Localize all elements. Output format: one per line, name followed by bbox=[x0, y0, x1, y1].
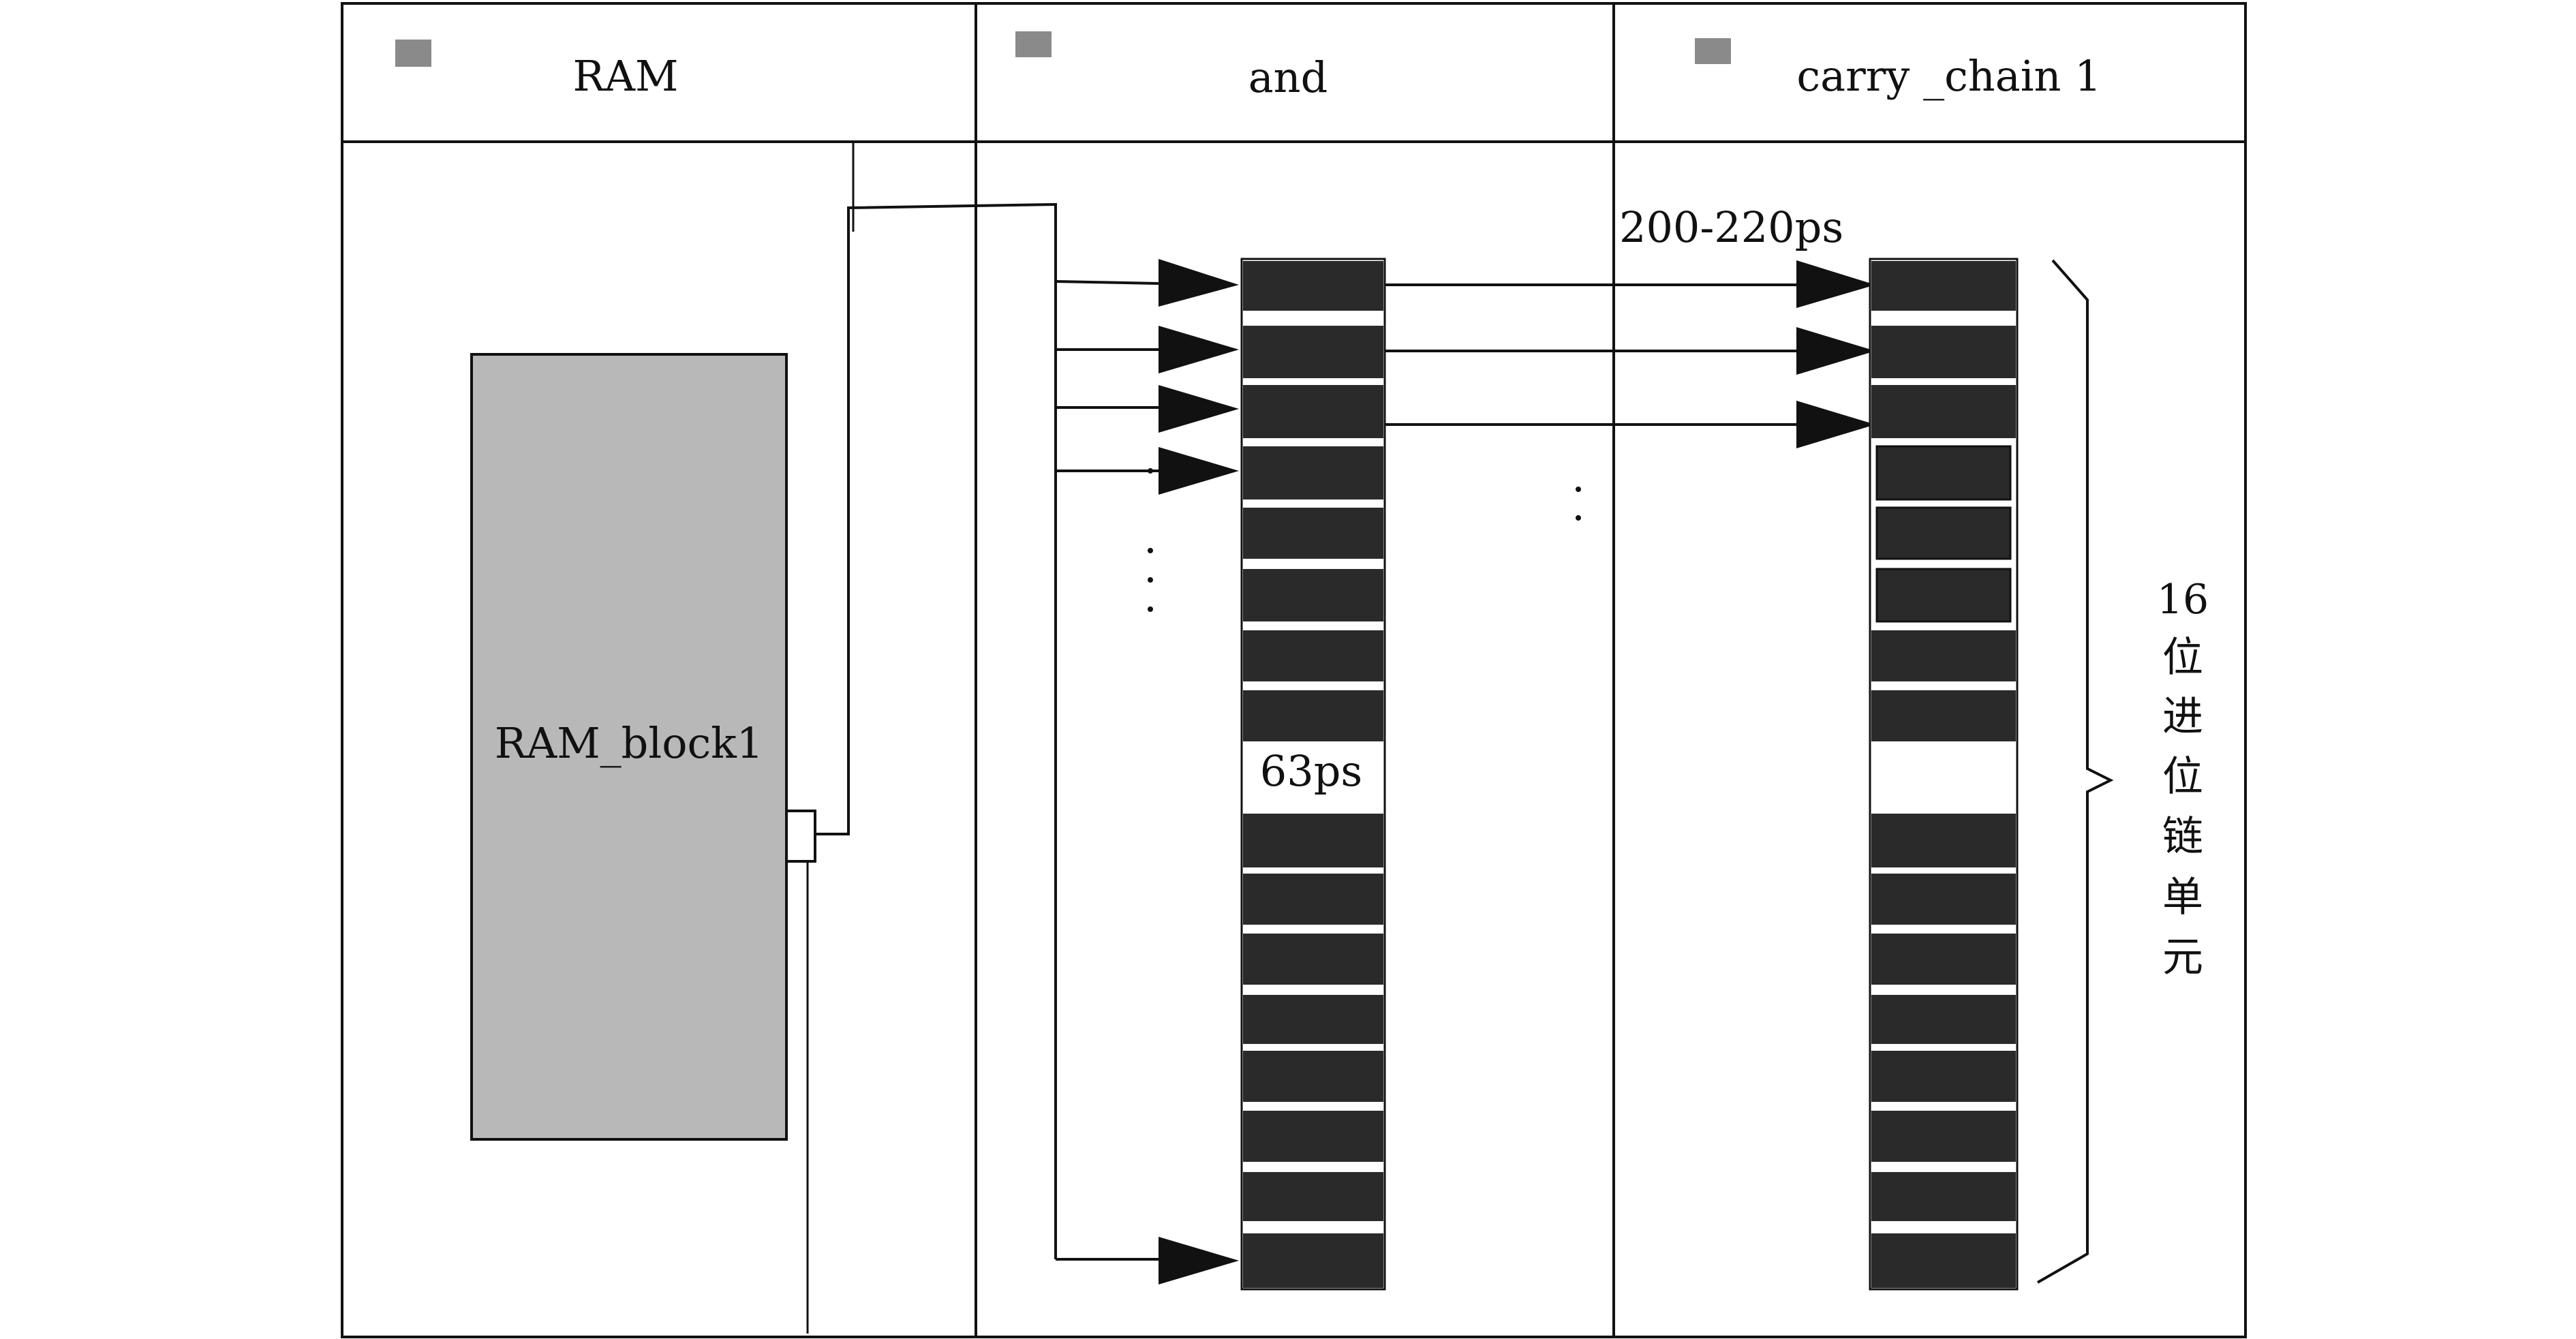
arrow-head-icon bbox=[1159, 447, 1239, 495]
unit-label-char: 位 bbox=[2162, 753, 2203, 801]
carry-cell bbox=[1875, 568, 2012, 623]
header-marker-icon bbox=[395, 40, 431, 67]
column-header-carry-chain: carry _chain 1 bbox=[1796, 51, 2101, 101]
and-cell bbox=[1243, 1111, 1383, 1162]
carry-cell bbox=[1871, 1172, 2016, 1221]
carry-cell bbox=[1871, 690, 2016, 741]
arrow-head-icon bbox=[1159, 326, 1239, 373]
column-header-and: and bbox=[1248, 52, 1328, 102]
table-frame bbox=[341, 2, 2247, 1338]
carry-cell bbox=[1871, 934, 2016, 985]
carry-cell bbox=[1871, 385, 2016, 438]
ram-output-port bbox=[785, 810, 816, 863]
and-cell bbox=[1243, 508, 1383, 559]
unit-label-char: 进 bbox=[2162, 693, 2203, 741]
unit-label-char: 位 bbox=[2162, 634, 2203, 681]
and-cell bbox=[1243, 385, 1383, 438]
colon-dots-icon bbox=[1576, 487, 1581, 521]
and-cell bbox=[1243, 261, 1383, 311]
arrow-head-icon bbox=[1159, 1237, 1239, 1284]
carry-cell-group bbox=[1871, 261, 2016, 1288]
and-cell bbox=[1243, 814, 1383, 867]
header-marker-icon bbox=[1695, 38, 1731, 64]
routing-wire bbox=[815, 202, 1057, 1259]
ram-block-label: RAM_block1 bbox=[495, 718, 764, 768]
and-cell bbox=[1243, 1233, 1383, 1288]
unit-label-char: 元 bbox=[2162, 934, 2203, 981]
vertical-dots-icon bbox=[1148, 468, 1153, 612]
unit-label-char: 单 bbox=[2162, 874, 2203, 921]
and-cell bbox=[1243, 446, 1383, 499]
outer-border bbox=[341, 2, 2247, 1338]
arrow-head-icon bbox=[1159, 385, 1239, 433]
and-cell bbox=[1243, 1051, 1383, 1102]
and-cell bbox=[1243, 995, 1383, 1044]
unit-label-char: 16 bbox=[2157, 576, 2209, 624]
carry-cell bbox=[1871, 1111, 2016, 1162]
carry-cell bbox=[1871, 1051, 2016, 1102]
carry-chain bbox=[1869, 258, 2019, 1291]
unit-label-char: 链 bbox=[2162, 813, 2203, 861]
arrow-head-icon bbox=[1796, 327, 1875, 375]
ram-to-and-wiring bbox=[806, 142, 1159, 1334]
and-cell bbox=[1243, 569, 1383, 621]
delay-label: 200-220ps bbox=[1619, 202, 1843, 252]
and-input-arrows bbox=[1159, 259, 1239, 1284]
carry-cell bbox=[1871, 1233, 2016, 1288]
and-cell-group bbox=[1243, 261, 1383, 1288]
arrow-head-icon bbox=[1796, 401, 1875, 448]
and-gap-label: 63ps bbox=[1260, 746, 1362, 796]
brace-icon bbox=[2037, 259, 2114, 1284]
and-to-carry-wiring bbox=[1385, 260, 1875, 448]
arrow-head-icon bbox=[1796, 260, 1875, 308]
and-chain: 63ps bbox=[1240, 258, 1386, 1291]
carry-cell bbox=[1871, 874, 2016, 925]
carry-unit-label: 16 位 进 位 链 单 元 bbox=[2157, 576, 2209, 981]
header-marker-icon bbox=[1015, 31, 1052, 57]
and-cell bbox=[1243, 326, 1383, 378]
ram-block bbox=[470, 353, 788, 1141]
carry-cell bbox=[1871, 630, 2016, 681]
and-cell bbox=[1243, 934, 1383, 985]
carry-cell bbox=[1871, 326, 2016, 378]
and-cell bbox=[1243, 630, 1383, 681]
column-header-ram: RAM bbox=[573, 51, 679, 101]
and-cell bbox=[1243, 1172, 1383, 1221]
input-wire-1 bbox=[1055, 280, 1159, 285]
and-cell bbox=[1243, 874, 1383, 925]
carry-cell bbox=[1875, 506, 2012, 560]
carry-cell bbox=[1871, 995, 2016, 1044]
carry-cell bbox=[1871, 261, 2016, 311]
arrow-head-icon bbox=[1159, 259, 1239, 307]
and-cell bbox=[1243, 690, 1383, 741]
carry-cell bbox=[1871, 814, 2016, 867]
carry-cell bbox=[1875, 445, 2012, 501]
